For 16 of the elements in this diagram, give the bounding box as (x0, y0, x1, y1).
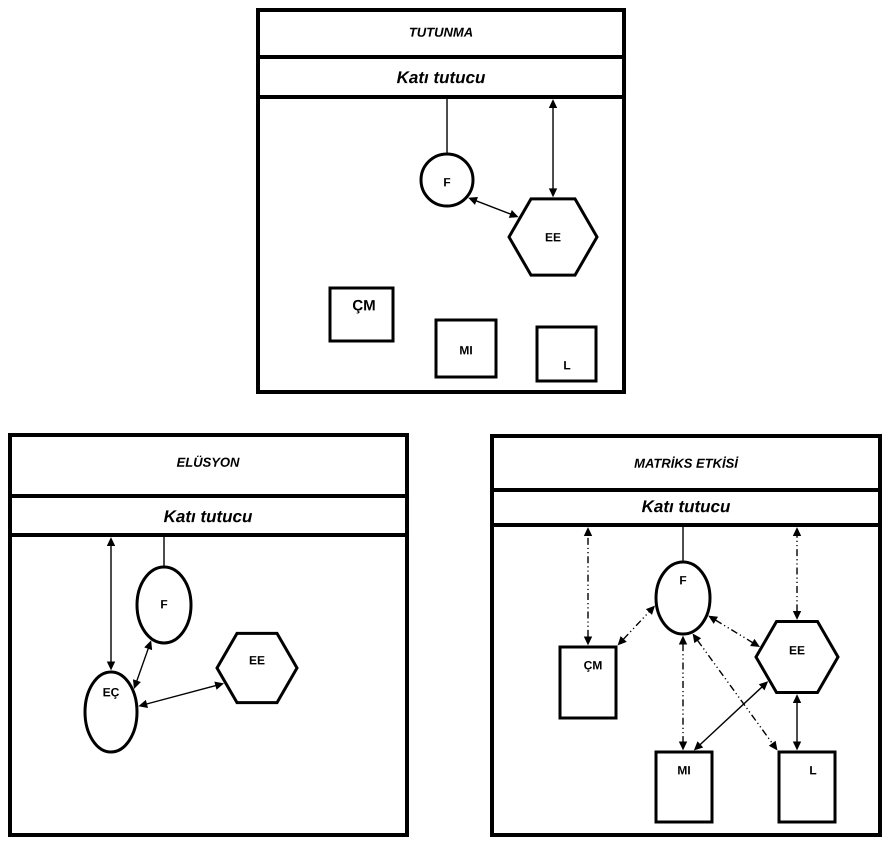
sorbent-band: Katı tutucu (8, 494, 409, 537)
connector-line (446, 99, 448, 152)
square-box: L (778, 750, 836, 824)
ellipse-node: EÇ (84, 670, 138, 754)
sorbent-band: Katı tutucu (256, 55, 626, 99)
ellipse-node: F (654, 560, 712, 636)
ellipse-node: F (136, 566, 192, 644)
connector-line (163, 537, 165, 566)
circle-node: F (420, 152, 474, 208)
square-box: ÇM (558, 646, 618, 720)
connector-line (682, 527, 684, 560)
sorbent-band: Katı tutucu (490, 488, 882, 527)
square-box: ÇM (328, 286, 394, 342)
square-box: L (536, 326, 598, 382)
square-box: MI (654, 750, 714, 824)
square-box: MI (434, 318, 498, 378)
